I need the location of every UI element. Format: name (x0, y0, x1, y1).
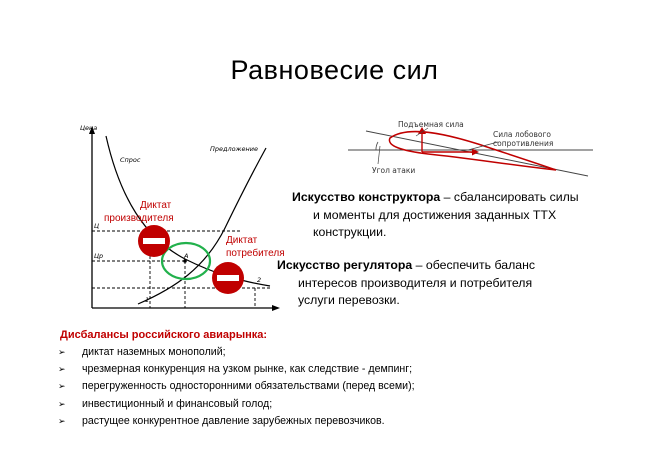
attack-angle-label: Угол атаки (372, 166, 415, 175)
quantity-marker-right: 2 (257, 276, 261, 284)
attack-angle-arc (375, 141, 379, 151)
producer-no-entry-icon (138, 225, 170, 257)
lift-arrowhead-icon (418, 127, 426, 134)
regulator-art-line3: услуги перевозки. (298, 293, 400, 307)
y-axis-label: Цена (80, 124, 97, 132)
designer-art-line1: – сбалансировать силы (443, 190, 579, 204)
drag-label-line2: сопротивления (493, 139, 553, 148)
regulator-art-term: Искусство регулятора (277, 258, 413, 272)
designer-art-line3: конструкции. (313, 225, 387, 239)
drag-arrowhead-icon (472, 148, 479, 156)
demand-label: Спрос (120, 156, 141, 164)
drag-leader (467, 141, 499, 151)
supply-curve (137, 147, 267, 305)
regulator-art-paragraph: Искусство регулятора – обеспечить баланс… (277, 257, 617, 310)
list-item: ➢диктат наземных монополий; (56, 344, 415, 361)
designer-art-term: Искусство конструктора (292, 190, 441, 204)
y-axis-arrow-icon (89, 126, 95, 134)
equilibrium-dot (183, 259, 187, 263)
list-item: ➢перегруженность односторонними обязател… (56, 378, 415, 395)
arrowhead-bullet-icon: ➢ (58, 415, 66, 426)
producer-dictate-label-line1: Диктат (140, 200, 172, 211)
list-item: ➢инвестиционный и финансовый голод; (56, 396, 415, 413)
airfoil-shape (388, 130, 557, 171)
consumer-dictate-label-line2: потребителя (226, 248, 285, 259)
designer-art-line2: и моменты для достижения заданных ТТХ (313, 207, 557, 222)
arrowhead-bullet-icon: ➢ (58, 347, 66, 357)
x-axis-arrow-icon (272, 305, 280, 311)
equilibrium-point-label: A (183, 252, 188, 260)
price-marker-equilibrium: Цр (94, 252, 103, 260)
list-item: ➢чрезмерная конкуренция на узком рынке, … (56, 361, 415, 378)
producer-dictate-label-line2: производителя (104, 213, 174, 224)
regulator-art-line1: – обеспечить баланс (415, 258, 536, 272)
page-title: Равновесие сил (230, 55, 439, 85)
supply-label: Предложение (210, 145, 258, 153)
wing-forces-diagram: Подъемная сила Сила лобового сопротивлен… (348, 120, 593, 177)
lift-label: Подъемная сила (398, 120, 464, 129)
imbalances-list: ➢диктат наземных монополий; ➢чрезмерная … (56, 344, 415, 430)
arrowhead-bullet-icon: ➢ (58, 381, 66, 392)
arrowhead-bullet-icon: ➢ (58, 398, 66, 409)
lift-leader (415, 127, 429, 137)
imbalances-title: Дисбалансы российского авиарынка: (60, 329, 268, 341)
list-item: ➢растущее конкурентное давление зарубежн… (56, 413, 415, 430)
drag-label-line1: Сила лобового (493, 130, 551, 139)
supply-demand-chart: Цена Спрос Предложение Ц Цр A 1 2 (80, 124, 280, 311)
consumer-dictate-label-line1: Диктат (226, 235, 258, 246)
equilibrium-highlight (160, 241, 212, 281)
angle-leader (377, 145, 381, 165)
consumer-no-entry-icon (212, 262, 244, 294)
designer-art-paragraph: Искусство конструктора – сбалансировать … (292, 189, 632, 242)
price-marker-upper: Ц (94, 222, 99, 230)
regulator-art-line2: интересов производителя и потребителя (298, 275, 533, 290)
quantity-marker-left: 1 (145, 296, 149, 304)
arrowhead-bullet-icon: ➢ (58, 364, 66, 375)
